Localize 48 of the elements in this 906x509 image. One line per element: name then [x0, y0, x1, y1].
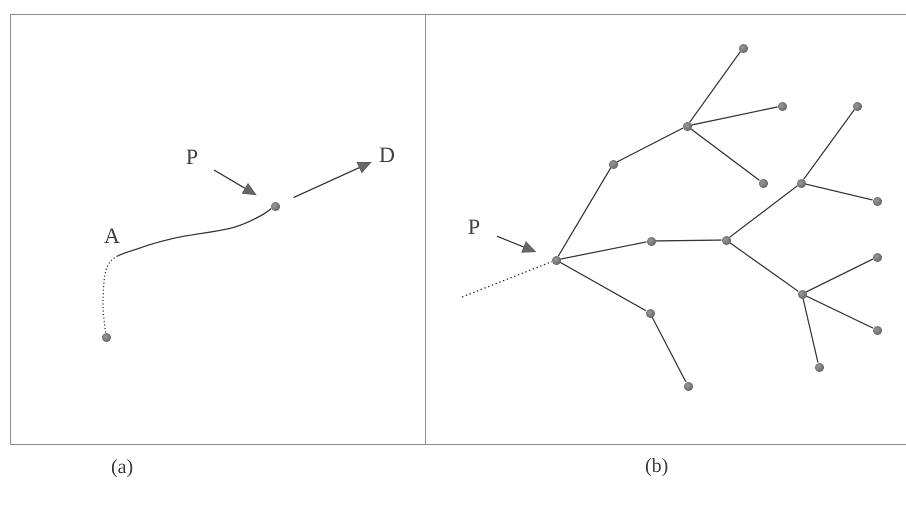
point-letter: D: [376, 144, 398, 166]
connector-line: [652, 316, 686, 382]
tree-point: [738, 44, 748, 52]
connector-line: [802, 298, 819, 363]
connector-line: [806, 258, 874, 293]
connector-line: [560, 241, 647, 260]
tree-point: [872, 252, 882, 262]
tree-point: [646, 236, 656, 246]
connector-line: [689, 51, 741, 123]
connector-line: [806, 295, 874, 329]
tree-point: [778, 102, 786, 110]
tree-point: [852, 102, 862, 110]
connector-line: [729, 185, 798, 238]
arrow: [214, 169, 257, 196]
connector-line: [690, 128, 760, 181]
arrow: [293, 162, 372, 198]
tree-point: [722, 236, 730, 244]
connector-line: [803, 109, 855, 180]
tree-point: [872, 326, 882, 334]
point-letter: P: [182, 146, 202, 168]
connector-line: [102, 208, 272, 333]
panel-caption: (b): [645, 455, 668, 477]
tree-point: [646, 308, 654, 318]
tree-point: [682, 122, 692, 130]
tree-point: [872, 196, 882, 206]
tree-point: [270, 202, 280, 210]
connector-line: [616, 127, 684, 163]
point-letter: P: [464, 216, 484, 238]
connector-line: [462, 261, 552, 298]
arrow: [496, 236, 536, 253]
panel-caption: (a): [111, 456, 134, 478]
tree-point: [798, 290, 806, 298]
tree-point: [796, 178, 806, 188]
panel-frame: [10, 14, 425, 445]
connector-line: [729, 242, 799, 292]
connector-line: [691, 106, 778, 126]
tree-point: [608, 160, 618, 168]
tree-point: [758, 178, 768, 188]
tree-point: [814, 362, 824, 372]
tree-point: [552, 256, 560, 264]
connector-line: [805, 183, 873, 201]
tree-point: [684, 382, 692, 390]
curve-letter: A: [104, 225, 120, 247]
tree-point: [102, 332, 110, 342]
panel-frame: [425, 14, 906, 445]
connector-line: [558, 168, 612, 256]
connector-line: [656, 239, 722, 242]
connector-line: [560, 262, 646, 312]
